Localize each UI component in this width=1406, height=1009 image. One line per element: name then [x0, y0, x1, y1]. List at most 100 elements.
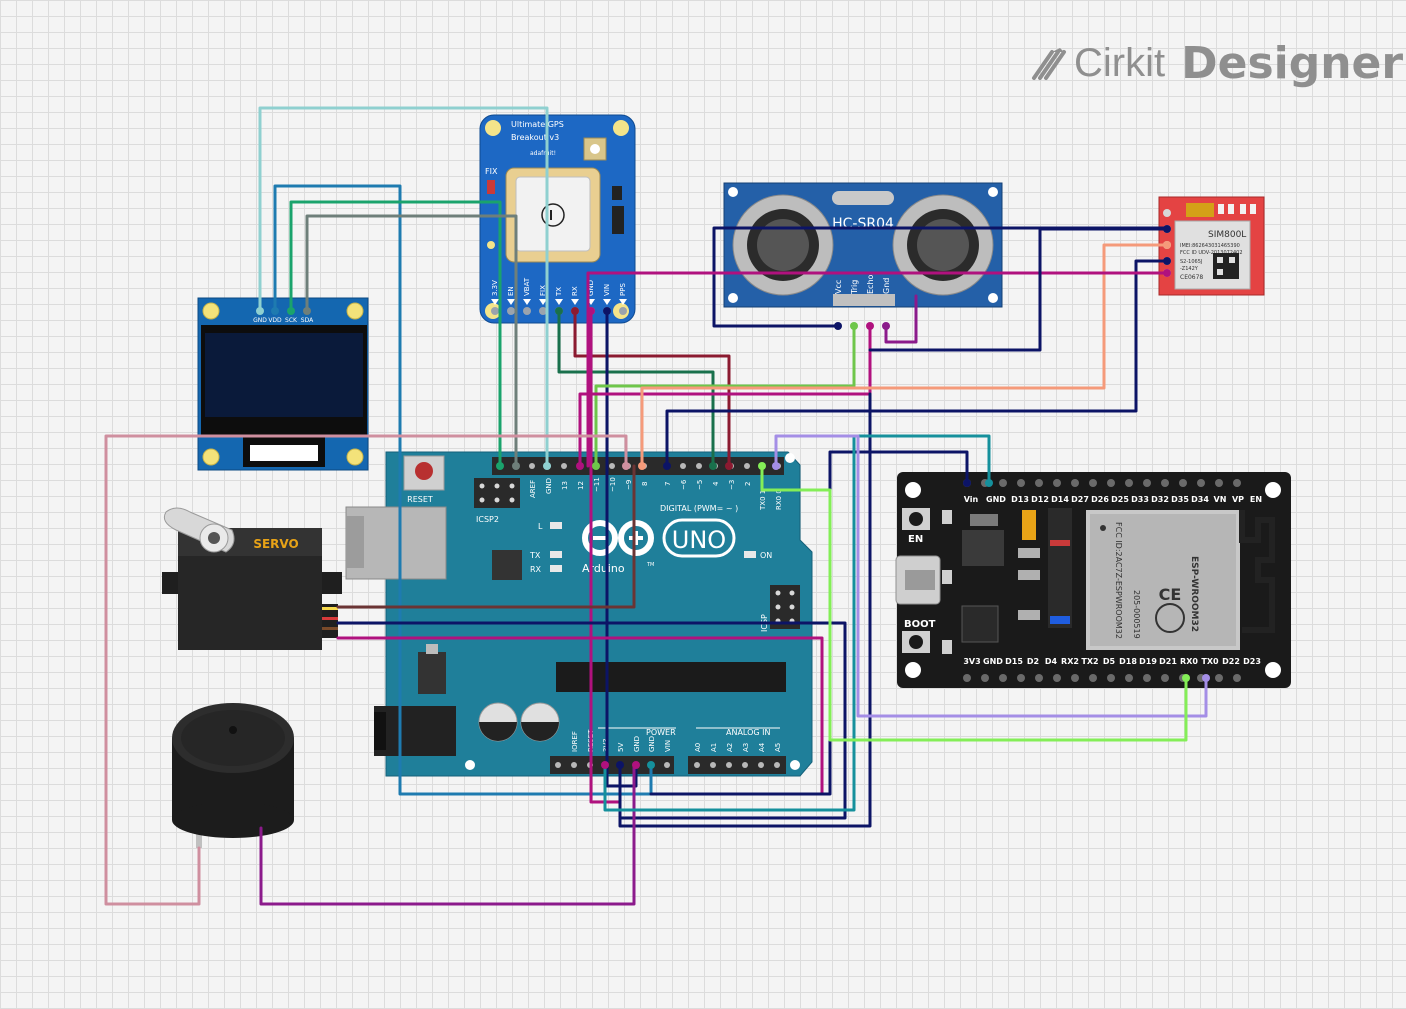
gsm-line-5: CE0678 — [1180, 274, 1203, 281]
gps-fix-label: FIX — [485, 167, 498, 176]
esp32-en-label: EN — [908, 534, 923, 545]
wire-esp-gnd-top[interactable] — [603, 434, 991, 812]
gsm-line-3: S2-1065J — [1180, 259, 1202, 265]
esp32-board[interactable]: Vin GND D13 D12 D14 D27 D26 D25 D33 D32 … — [895, 472, 1291, 688]
pin-3: ~3 — [728, 480, 736, 490]
gps-module[interactable]: Ultimate GPS Breakout v3 adafruit! FIX 3… — [479, 114, 636, 324]
brand-name-designer: Designer — [1181, 38, 1404, 89]
esp32-bottom-pin-rx0: RX0 — [1180, 657, 1198, 666]
oled-display[interactable]: GND VDD SCK SDA — [197, 297, 369, 471]
wire-servo-vcc[interactable] — [336, 621, 847, 820]
esp32-bottom-pin-d23: D23 — [1243, 657, 1261, 666]
wire-esp-vin[interactable] — [649, 450, 969, 796]
pin-2: 2 — [744, 482, 752, 486]
esp32-top-pin-d14: D14 — [1051, 495, 1069, 504]
led-on-label: ON — [760, 551, 772, 560]
gps-pin-pps: PPS — [619, 283, 627, 296]
wire-servo-gnd[interactable] — [336, 636, 824, 796]
esp32-bottom-pin-d4: D4 — [1045, 657, 1058, 666]
ultrasonic-sensor[interactable]: HC-SR04 Vcc Trig Echo Gnd — [723, 182, 1003, 308]
led-l-label: L — [538, 522, 543, 531]
wire-servo-signal[interactable] — [336, 464, 636, 609]
esp32-bottom-pin-3v3: 3V3 — [963, 657, 980, 666]
piezo-buzzer[interactable] — [172, 703, 294, 848]
esp32-cert-text: 205-000519 — [1132, 590, 1141, 639]
arduino-brand: Arduino — [582, 562, 625, 575]
pin-11: ~11 — [593, 477, 601, 492]
pin-7: 7 — [664, 482, 672, 486]
esp32-top-pin-en: EN — [1250, 495, 1262, 504]
pin-6: ~6 — [680, 479, 688, 490]
wire-gsm-gnd[interactable] — [868, 227, 1169, 352]
wire-us-trig[interactable] — [594, 324, 856, 468]
pin-a5: A5 — [774, 743, 782, 752]
esp32-top-pin-d35: D35 — [1171, 495, 1189, 504]
arduino-uno[interactable]: RESET ICSP2 L TX RX ON Arduino UNO TM DI… — [345, 451, 813, 777]
gps-pin-en: EN — [507, 286, 515, 296]
esp32-top-pin-d25: D25 — [1111, 495, 1129, 504]
gps-pin-3v3: 3.3V — [491, 280, 499, 296]
esp32-bottom-pin-d19: D19 — [1139, 657, 1157, 666]
wire-oled-vdd[interactable] — [273, 184, 653, 796]
wire-gsm-vcc[interactable] — [586, 271, 1169, 468]
esp32-module-name: ESP-WROOM32 — [1189, 556, 1199, 632]
gps-pin-vbat: VBAT — [523, 277, 531, 296]
wire-gsm-txd[interactable] — [640, 243, 1169, 468]
wire-oled-sck[interactable] — [289, 200, 502, 468]
esp32-bottom-pin-tx0: TX0 — [1201, 657, 1219, 666]
wire-us-gnd[interactable] — [884, 294, 918, 344]
wire-us-echo[interactable] — [578, 324, 872, 468]
gsm-line-1: IMEI:862643031465390 — [1180, 243, 1240, 249]
reset-label: RESET — [407, 495, 433, 504]
ce-mark: CE — [1159, 585, 1182, 604]
oled-pin-sda: SDA — [301, 317, 314, 324]
esp32-bottom-pin-tx2: TX2 — [1081, 657, 1098, 666]
gsm-line-4: -Z142Y — [1180, 266, 1199, 272]
wire-gsm-rxd[interactable] — [665, 259, 1169, 468]
wire-endpoints — [496, 225, 1210, 769]
pin-vin: VIN — [664, 740, 672, 752]
wiring — [104, 106, 1208, 906]
pin-gnd-1: GND — [633, 736, 641, 752]
servo-motor[interactable]: SERVO — [162, 507, 342, 650]
esp32-top-pin-d34: D34 — [1191, 495, 1209, 504]
ultrasonic-pin-trig: Trig — [850, 280, 859, 295]
esp32-top-pin-vn: VN — [1214, 495, 1227, 504]
esp32-top-pin-d27: D27 — [1071, 495, 1089, 504]
ultrasonic-name: HC-SR04 — [832, 216, 894, 232]
gsm-name: SIM800L — [1208, 230, 1246, 240]
esp32-bottom-pin-d2: D2 — [1027, 657, 1039, 666]
pin-gnd-2: GND — [648, 736, 656, 752]
ultrasonic-pin-vcc: Vcc — [834, 280, 843, 294]
wire-gps-tx[interactable] — [557, 309, 715, 468]
gps-title-line2: Breakout v3 — [511, 133, 559, 142]
pin-a1: A1 — [710, 743, 718, 752]
gps-pin-rx: RX — [571, 286, 579, 296]
oled-pin-sck: SCK — [285, 317, 298, 324]
wire-esp-gnd[interactable] — [618, 392, 872, 828]
esp32-bottom-pin-d21: D21 — [1159, 657, 1177, 666]
pen-scribble-icon — [1032, 47, 1066, 80]
wire-buzzer-neg[interactable] — [259, 763, 636, 906]
wire-esp-rx0[interactable] — [760, 464, 1188, 742]
gsm-module[interactable]: SIM800L IMEI:862643031465390 FCC ID UDV-… — [1158, 196, 1265, 296]
pin-5: ~5 — [696, 480, 704, 490]
esp32-fcc-text: FCC ID:2AC7Z-ESPWROOM32 — [1114, 522, 1123, 639]
gps-pin-gnd: GND — [587, 280, 595, 296]
gsm-qr-code — [1213, 253, 1239, 279]
servo-label: SERVO — [253, 537, 298, 551]
pin-9: ~9 — [625, 480, 633, 490]
wire-esp-tx0[interactable] — [774, 434, 1208, 718]
wire-oled-gnd[interactable] — [258, 106, 549, 468]
esp32-bottom-pin-d5: D5 — [1103, 657, 1116, 666]
wire-us-vcc[interactable] — [712, 226, 1169, 328]
gps-pin-fix: FIX — [539, 285, 547, 296]
wire-buzzer-pos[interactable] — [104, 434, 628, 906]
esp32-top-pin-d13: D13 — [1011, 495, 1029, 504]
reset-button[interactable] — [415, 462, 433, 480]
arduino-logo — [582, 520, 654, 556]
pin-rx0: RX0 0 — [775, 489, 783, 510]
wire-oled-sda[interactable] — [305, 214, 518, 468]
oled-pin-vdd: VDD — [268, 317, 282, 324]
